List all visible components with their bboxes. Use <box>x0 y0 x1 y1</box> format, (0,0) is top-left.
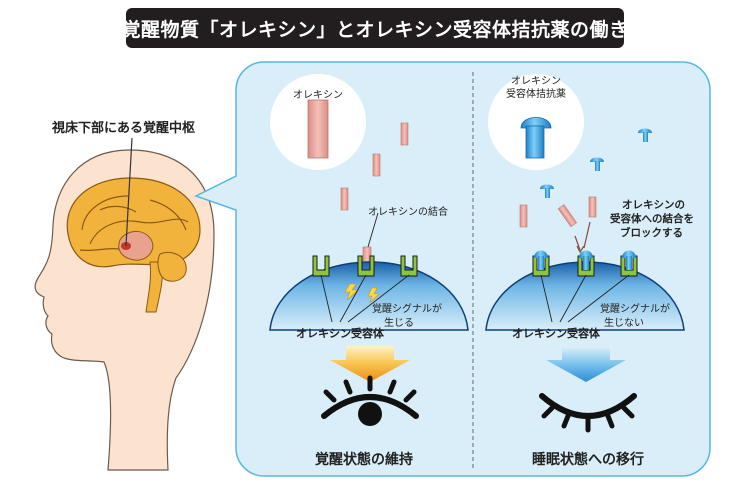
head-illustration <box>34 137 215 471</box>
result-label-left: 覚醒状態の維持 <box>315 451 413 468</box>
cell-left <box>269 261 469 331</box>
antagonist-bubble <box>488 74 584 170</box>
block-label-1: オレキシンの <box>622 199 685 211</box>
receptor-label-left: オレキシン受容体 <box>296 326 385 340</box>
brain-label: 視床下部にある覚醒中枢 <box>51 120 195 136</box>
signal-label-right-1: 覚醒シグナルが <box>600 302 670 315</box>
block-arrows <box>574 221 591 254</box>
antagonist-bubble-label-1: オレキシン <box>511 75 561 87</box>
title-banner: 覚醒物質「オレキシン」とオレキシン受容体拮抗薬の働き <box>122 8 628 48</box>
block-label-3: ブロックする <box>620 226 683 239</box>
receptors-left <box>312 255 418 277</box>
result-arrow-orange <box>330 346 410 382</box>
title-text: 覚醒物質「オレキシン」とオレキシン受容体拮抗薬の働き <box>121 18 629 41</box>
result-arrow-blue <box>546 346 626 382</box>
explanation-panel <box>194 61 711 477</box>
receptor-leader-lines-left <box>320 212 410 323</box>
signal-lightning <box>344 283 380 303</box>
orexin-bubble-label: オレキシン <box>293 89 343 101</box>
receptor-leader-lines-right <box>540 274 630 323</box>
cell-right <box>485 261 685 331</box>
closed-eye-icon <box>539 393 637 433</box>
signal-label-left-1: 覚醒シグナルが <box>372 302 442 315</box>
orexin-molecules-right <box>519 196 597 228</box>
antagonist-molecules <box>540 128 652 198</box>
signal-label-left-2: 生じる <box>384 316 414 329</box>
signal-label-right-2: 生じない <box>604 316 644 329</box>
binding-label: オレキシンの結合 <box>368 205 448 218</box>
orexin-molecules-left <box>340 122 409 272</box>
orexin-bubble <box>270 74 366 170</box>
receptors-right <box>532 250 638 277</box>
result-label-right: 睡眠状態への移行 <box>532 451 644 468</box>
antagonist-bubble-label-2: 受容体拮抗薬 <box>506 87 566 100</box>
block-label-2: 受容体への結合を <box>610 212 694 225</box>
open-eye-icon <box>321 375 419 426</box>
receptor-label-right: オレキシン受容体 <box>512 326 601 340</box>
